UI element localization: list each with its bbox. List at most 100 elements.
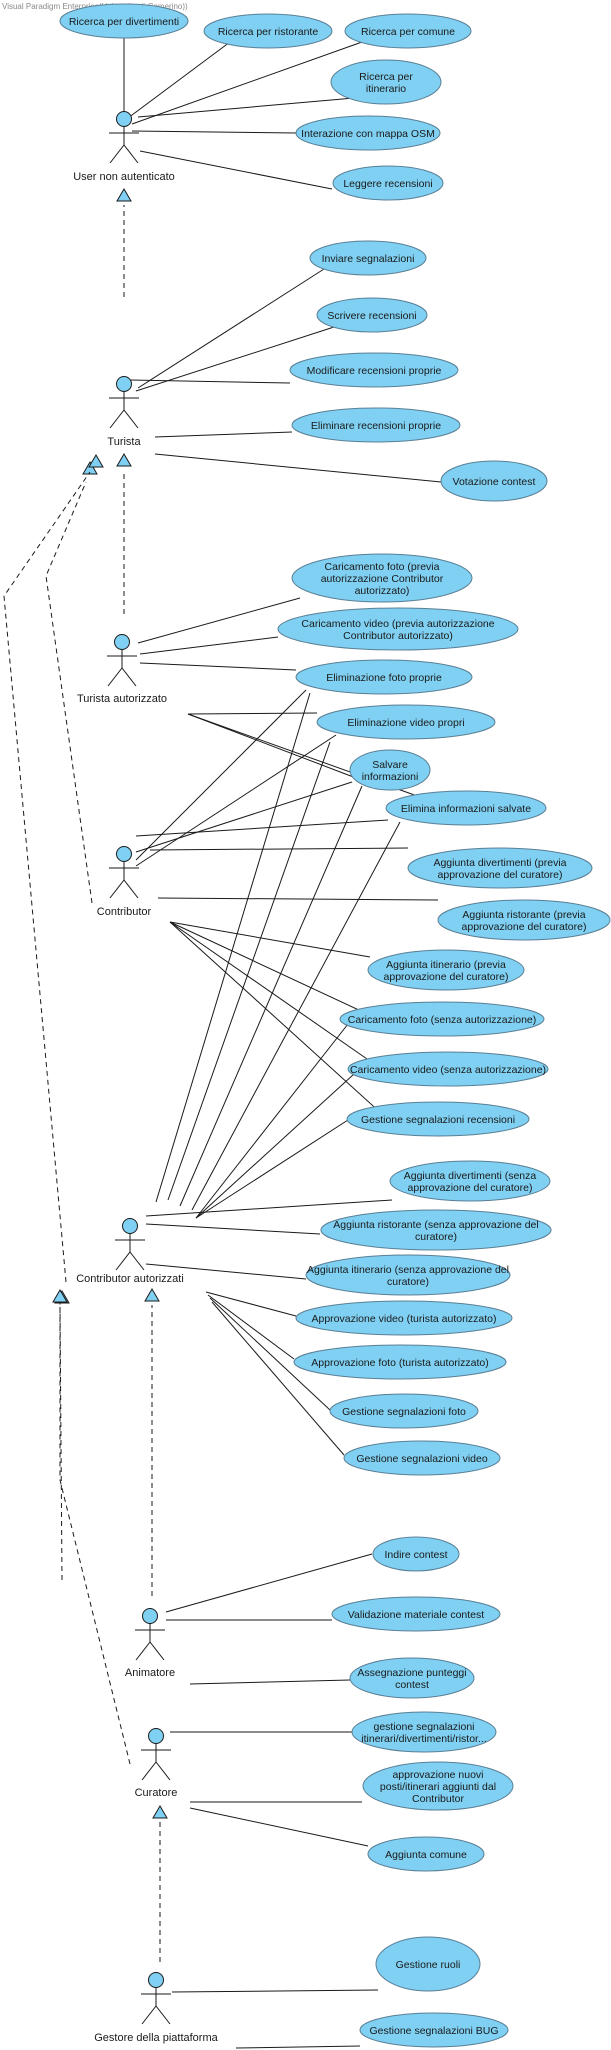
use-case-label: Aggiunta ristorante (senza approvazione … [333,1219,538,1231]
actor-gestore[interactable]: Gestore della piattaforma [94,1972,219,2045]
association-curatore-uc36 [189,1807,369,1847]
use-case-label: Aggiunta divertimenti (senza [404,1170,537,1182]
use-case-uc2[interactable]: Ricerca per ristorante [203,13,333,49]
actor-contauth[interactable]: Contributor autorizzati [76,1218,184,1286]
use-case-label: Approvazione video (turista autorizzato) [311,1313,496,1325]
use-case-uc10[interactable]: Eliminare recensioni proprie [291,407,461,443]
association-contauth-uc15 [167,741,331,1201]
use-case-uc18[interactable]: Aggiunta divertimenti (previaapprovazion… [407,847,593,889]
use-case-uc20[interactable]: Aggiunta itinerario (previaapprovazione … [367,949,525,991]
actor-left-leg [109,879,125,899]
use-case-ellipse [291,407,461,443]
use-case-label: Salvare [372,759,408,771]
actor-head [148,1728,164,1744]
use-case-uc6[interactable]: Leggere recensioni [332,165,444,201]
use-case-uc31[interactable]: Indire contest [372,1536,460,1572]
use-case-ellipse [295,1300,513,1336]
association-contauth-uc16 [179,785,363,1207]
actor-left-leg [109,144,125,164]
use-case-uc21[interactable]: Caricamento foto (senza autorizzazione) [339,1001,545,1037]
use-case-uc15[interactable]: Eliminazione video propri [316,704,496,740]
use-case-label: Elimina informazioni salvate [401,803,531,815]
use-case-uc23[interactable]: Gestione segnalazioni recensioni [346,1101,530,1137]
use-case-label: approvazione del curatore) [408,1182,533,1194]
use-case-label: Aggiunta divertimenti (previa [433,857,566,869]
use-case-uc24[interactable]: Aggiunta divertimenti (senzaapprovazione… [389,1160,551,1202]
use-case-uc8[interactable]: Scrivere recensioni [316,297,428,333]
actor-turista[interactable]: Turista [107,376,141,449]
use-case-label: Gestione segnalazioni foto [342,1406,466,1418]
use-case-uc11[interactable]: Votazione contest [440,460,548,502]
use-case-uc29[interactable]: Gestione segnalazioni foto [329,1393,479,1429]
association-turista-uc10 [154,431,293,438]
use-case-uc30[interactable]: Gestione segnalazioni video [343,1440,501,1476]
use-case-ellipse [289,352,459,388]
actor-head [116,376,132,392]
use-case-uc19[interactable]: Aggiunta ristorante (previaapprovazione … [437,899,611,941]
use-case-label: approvazione del curatore) [462,921,587,933]
use-case-uc7[interactable]: Inviare segnalazioni [309,240,427,276]
association-animatore-uc33 [189,1679,351,1685]
use-case-label: Modificare recensioni proprie [307,365,442,377]
actor-animatore[interactable]: Animatore [125,1608,175,1680]
use-case-ellipse [332,165,444,201]
use-case-uc5[interactable]: Interazione con mappa OSM [295,115,441,151]
use-case-uc22[interactable]: Caricamento video (senza autorizzazione) [347,1051,549,1087]
use-case-uc34[interactable]: gestione segnalazioniitinerari/divertime… [351,1711,497,1753]
use-case-uc25[interactable]: Aggiunta ristorante (senza approvazione … [320,1209,552,1251]
generalization-arrowhead [144,1288,160,1302]
generalization-line [59,1306,63,1581]
use-case-uc14[interactable]: Eliminazione foto proprie [295,659,473,695]
use-case-ellipse [372,1536,460,1572]
use-case-label: Caricamento foto (previa [325,561,440,573]
association-turauth-uc16 [187,713,357,779]
use-case-uc13[interactable]: Caricamento video (previa autorizzazione… [277,607,519,651]
actor-contrib[interactable]: Contributor [97,846,152,919]
actor-right-leg [123,144,139,164]
use-case-label: Contributor [412,1793,464,1805]
use-case-uc28[interactable]: Approvazione foto (turista autorizzato) [293,1344,507,1380]
use-case-ellipse [316,704,496,740]
association-contauth-uc25 [145,1223,321,1235]
use-case-label: approvazione nuovi [392,1769,483,1781]
association-contrib-uc18 [149,847,409,851]
association-contauth-uc23 [195,1119,349,1219]
use-case-label: Eliminare recensioni proprie [311,420,441,432]
association-turista-uc7 [137,268,325,389]
association-turauth-uc12 [137,597,301,644]
use-case-label: Ricerca per [359,71,413,83]
actor-name: Turista [107,436,141,448]
use-case-ellipse [291,553,473,603]
use-case-uc37[interactable]: Gestione ruoli [375,1936,481,1992]
generalization-arrowhead [88,454,104,468]
use-case-uc9[interactable]: Modificare recensioni proprie [289,352,459,388]
actor-turauth[interactable]: Turista autorizzato [77,634,167,706]
use-case-label: Ricerca per divertimenti [69,16,179,28]
use-case-uc26[interactable]: Aggiunta itinerario (senza approvazione … [305,1254,511,1296]
actor-guest[interactable]: User non autenticato [73,111,175,184]
use-case-uc3[interactable]: Ricerca per comune [344,13,472,49]
association-turauth-uc14 [139,662,297,671]
actor-curatore[interactable]: Curatore [135,1728,178,1800]
use-case-label: Assegnazione punteggi [357,1667,466,1679]
use-case-uc1[interactable]: Ricerca per divertimenti [59,3,189,39]
actor-head [114,634,130,650]
use-case-uc36[interactable]: Aggiunta comune [367,1836,485,1872]
actor-head [142,1608,158,1624]
use-case-uc17[interactable]: Elimina informazioni salvate [385,790,547,826]
use-case-label: Gestione ruoli [396,1959,461,1971]
use-case-uc32[interactable]: Validazione materiale contest [331,1596,501,1632]
use-case-ellipse [367,949,525,991]
use-case-label: Gestione segnalazioni recensioni [361,1114,515,1126]
generalization-line [59,1300,131,1765]
use-case-label: Eliminazione foto proprie [326,672,442,684]
use-case-uc38[interactable]: Gestione segnalazioni BUG [359,2012,509,2048]
use-case-uc27[interactable]: Approvazione video (turista autorizzato) [295,1300,513,1336]
association-contauth-uc26 [145,1263,307,1280]
